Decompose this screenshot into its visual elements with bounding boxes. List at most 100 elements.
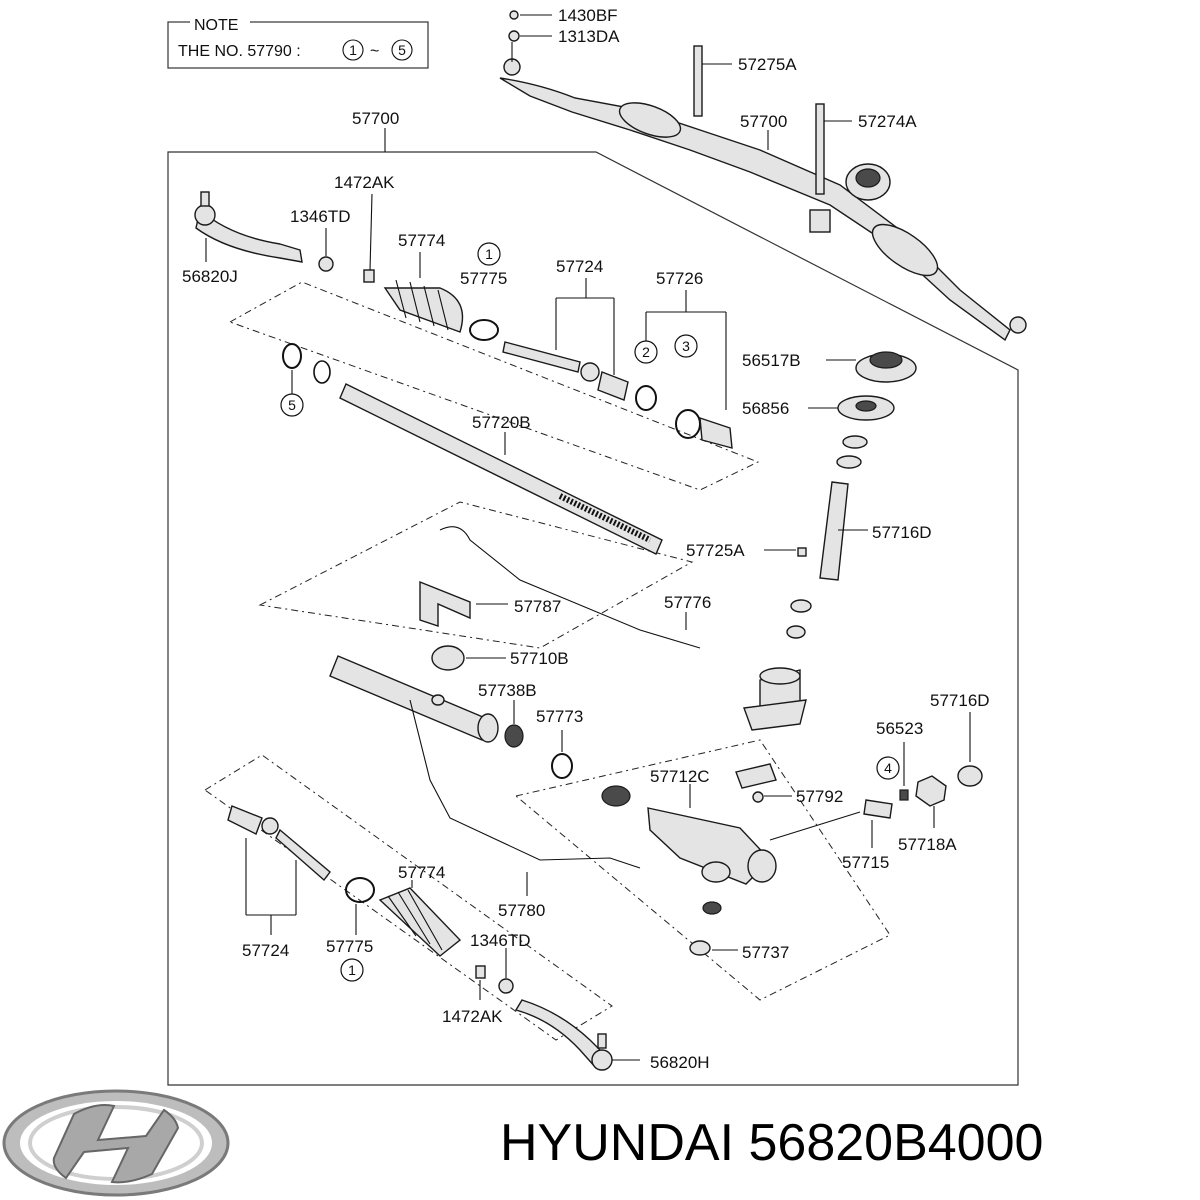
label-57275A: 57275A [738,55,797,74]
label-56820J: 56820J [182,267,238,286]
svg-text:3: 3 [682,338,690,354]
circled-5: 5 [280,393,304,417]
label-57710B: 57710B [510,649,569,668]
locknut-57718A [915,775,947,807]
group-outline-lower [204,754,613,1041]
housing-57712C [647,784,777,885]
label-57700-frame: 57700 [352,109,399,128]
label-57776: 57776 [664,593,711,612]
bracket-57787 [419,580,508,627]
svg-text:4: 4 [884,760,892,776]
label-57724-top: 57724 [556,257,603,276]
label-1346TD-bottom: 1346TD [470,931,530,950]
label-57274A: 57274A [858,112,917,131]
label-56820H: 56820H [650,1053,710,1072]
note-range-start: 1 [349,42,357,58]
seal-left-housing [601,785,631,807]
assembled-steering-gear [499,10,1027,342]
label-57716D-mid: 57716D [872,523,932,542]
svg-text:2: 2 [642,344,650,360]
label-57725A: 57725A [686,541,745,560]
tie-rod-end-56820J [194,191,303,263]
svg-text:1: 1 [348,962,356,978]
valve-housing [743,667,807,731]
inner-ball-joint-57724-bottom [227,805,331,935]
bellows-57774-bottom [378,880,462,957]
tie-rod-end-56820H [514,999,640,1071]
clamp-57775-top [469,319,499,341]
group-outline-upper [228,281,760,491]
label-1430BF: 1430BF [558,6,618,25]
nut-57725A [797,547,807,557]
label-56856: 56856 [742,399,789,418]
tube-57780 [409,699,641,869]
gasket [735,763,777,789]
nut-1472AK-bottom [475,965,486,979]
label-56523: 56523 [876,719,923,738]
note-tilde: ~ [370,43,379,60]
label-57773: 57773 [536,707,583,726]
circled-3: 3 [674,334,698,358]
nut-1346TD-bottom [498,978,514,994]
exploded-view-frame [167,151,1019,1086]
circled-1-top: 1 [477,242,501,266]
seal-56856 [808,395,895,421]
label-1346TD-top: 1346TD [290,207,350,226]
note-box: NOTE THE NO. 57790 : 1 ~ 5 [167,14,429,69]
nut-1346TD-top [318,256,334,272]
bearing-56517B [826,351,917,383]
bush-57710B [431,645,506,671]
label-57726: 57726 [656,269,703,288]
label-57787: 57787 [514,597,561,616]
label-57775-bottom: 57775 [326,937,373,956]
label-57775-top: 57775 [460,269,507,288]
cap-57716D [957,765,983,787]
label-57718A: 57718A [898,835,957,854]
label-57792: 57792 [796,787,843,806]
circled-1-bottom: 1 [340,958,364,982]
rack-housing-tube [329,655,499,743]
label-57716D-right: 57716D [930,691,990,710]
circled-2: 2 [634,340,658,364]
label-57737: 57737 [742,943,789,962]
label-57720B: 57720B [472,413,531,432]
plug-57737 [689,940,711,956]
hyundai-logo-icon [2,1089,230,1197]
svg-text:1: 1 [485,246,493,262]
yoke-57715 [863,799,893,819]
clamp-57775-bottom [345,877,375,903]
label-1313DA: 1313DA [558,27,620,46]
label-57700-top: 57700 [740,112,787,131]
label-57712C: 57712C [650,767,710,786]
label-56517B: 56517B [742,351,801,370]
spring-56523 [899,789,909,801]
bellows-57774-top [383,252,464,333]
note-range-end: 5 [398,42,406,58]
label-1472AK-bottom: 1472AK [442,1007,503,1026]
brand-part-number: HYUNDAI 56820B4000 [500,1114,1043,1172]
circled-4: 4 [876,756,900,780]
rack-57720B [339,383,663,555]
o-ring-57773 [551,753,573,779]
label-57738B: 57738B [478,681,537,700]
inner-ball-joint-57724-top [502,278,629,401]
label-57774-bottom: 57774 [398,863,445,882]
o-ring-2 [635,385,657,411]
group-outline-housing [514,739,891,1001]
seal-57738B [504,724,524,748]
o-ring-5 [282,343,302,369]
note-text: THE NO. 57790 : [178,43,301,60]
plug-57792 [752,791,764,803]
label-57715: 57715 [842,853,889,872]
pinion-57716D [819,481,868,581]
label-57780: 57780 [498,901,545,920]
note-title: NOTE [194,17,238,34]
group-outline-rack [258,501,694,649]
label-57724-bottom: 57724 [242,941,289,960]
label-57774-top: 57774 [398,231,445,250]
tube-57776 [439,526,701,649]
bushing-3 [699,416,733,449]
label-1472AK-top: 1472AK [334,173,395,192]
